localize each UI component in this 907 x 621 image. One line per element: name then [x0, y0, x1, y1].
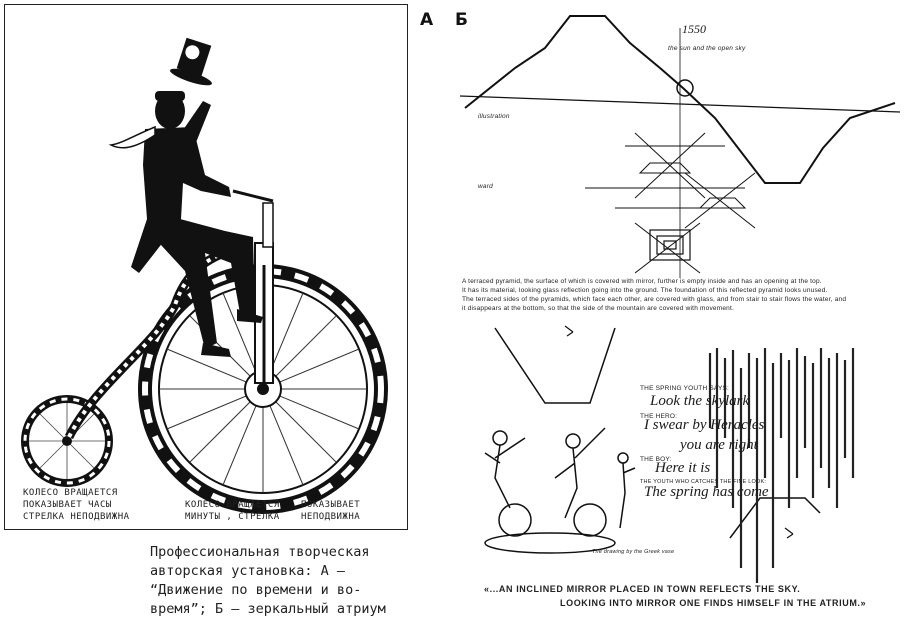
description-line-2: It has its material, looking glass refle… [462, 287, 828, 294]
note-right-1: КОЛЕСО ВРАЩАЕТСЯ [185, 500, 280, 510]
bottom-note-2: LOOKING INTO MIRROR ONE FINDS HIMSELF IN… [560, 598, 867, 608]
pyramid-description: A terraced pyramid, the surface of which… [462, 277, 846, 313]
line-spring: The spring has come [644, 484, 769, 500]
side-label-1: illustration [478, 113, 510, 120]
caption-line-4: время”; Б — зеркальный атриум [150, 601, 386, 617]
figure-label-b: Б [455, 10, 468, 30]
sketch-note: the sun and the open sky [668, 45, 746, 52]
heading-boy: THE BOY: [640, 456, 672, 463]
heading-hero: THE HERO: [640, 413, 678, 420]
heading-youth-fine-look: THE YOUTH WHO CATCHES THE FINE LOOK: [640, 479, 767, 485]
reflected-pyramid [494, 327, 616, 404]
panel-a-frame: КОЛЕСО ВРАЩАЕТСЯ ПОКАЗЫВАЕТ ЧАСЫ СТРЕЛКА… [4, 4, 408, 530]
note-left-3: СТРЕЛКА НЕПОДВИЖНА [23, 512, 130, 522]
note-right-2: ПОКАЗЫВАЕТ [301, 500, 361, 510]
mirror-atrium-sketches [459, 15, 901, 583]
small-wheel [21, 395, 113, 487]
figure-label-a: А [420, 10, 434, 30]
sketch-title: 1550 [682, 22, 706, 36]
caption-line-2: авторская установка: А — [150, 563, 346, 579]
side-label-2: ward [478, 183, 493, 190]
bottom-note-1: «...AN INCLINED MIRROR PLACED IN TOWN RE… [484, 584, 801, 594]
greek-figures [484, 427, 636, 554]
heading-spring-youth: THE SPRING YOUTH SAYS: [640, 385, 730, 392]
small-note: The drawing by the Greek vase [592, 549, 675, 555]
mirror-hatching [708, 348, 855, 583]
description-line-4: it disappears at the bottom, so that the… [462, 305, 734, 312]
line-right: you are right [680, 437, 758, 453]
note-left-1: КОЛЕСО ВРАЩАЕТСЯ [23, 488, 118, 498]
note-right-3: МИНУТЫ , СТРЕЛКА [185, 512, 280, 522]
figure-caption: Профессиональная творческая авторская ус… [150, 543, 405, 619]
sun-circle [676, 79, 694, 97]
line-here: Here it is [655, 460, 711, 476]
description-line-1: A terraced pyramid, the surface of which… [462, 278, 822, 285]
rider [108, 37, 263, 357]
pyramid-diagram [585, 132, 756, 274]
line-heracles: I swear by Heracles [644, 417, 765, 433]
caption-line-3: “Движение по времени и во- [150, 582, 362, 598]
caption-line-1: Профессиональная творческая [150, 544, 370, 560]
line-skylark: Look the skylark [650, 393, 750, 409]
note-right-4: НЕПОДВИЖНА [301, 512, 361, 522]
description-line-3: The terraced sides of the pyramids, whic… [462, 296, 847, 303]
note-left-2: ПОКАЗЫВАЕТ ЧАСЫ [23, 500, 112, 510]
mountain-profile [464, 15, 896, 184]
penny-farthing-illustration [21, 37, 388, 514]
